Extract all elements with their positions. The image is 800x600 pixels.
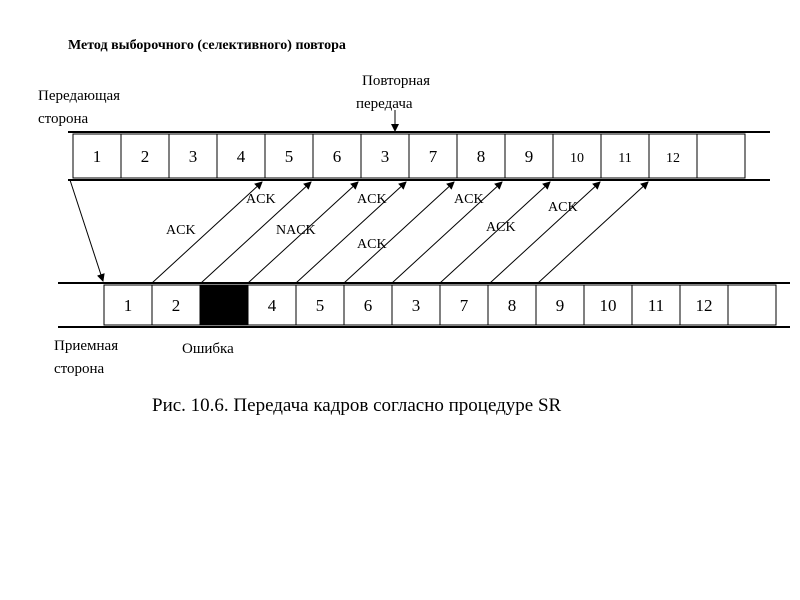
receiver-frame-cell <box>439 284 489 326</box>
ack-arrow-2 <box>247 181 359 284</box>
ack-arrow-6 <box>439 181 551 284</box>
receiver-frame-label: 8 <box>508 296 517 315</box>
ack-label: ACK <box>454 192 484 207</box>
sender-frame-label: 8 <box>477 147 486 166</box>
figure-caption: Рис. 10.6. Передача кадров согласно проц… <box>152 395 562 416</box>
error-label: Ошибка <box>182 341 234 357</box>
ack-arrow-4 <box>343 181 455 284</box>
sender-frame-cell <box>552 133 602 179</box>
sender-frame-label: 1 <box>93 147 102 166</box>
sender-frame-label: 2 <box>141 147 150 166</box>
sender-frame-label: 7 <box>429 147 438 166</box>
ack-arrow-3 <box>295 181 407 284</box>
ack-arrow-7 <box>489 181 601 284</box>
receiver-frame-label: 9 <box>556 296 565 315</box>
receiver-frame-label: 10 <box>600 296 617 315</box>
receiver-frame-label: 1 <box>124 296 133 315</box>
sender-frame-cell <box>408 133 458 179</box>
nack-label: NACK <box>276 223 316 238</box>
sender-frame-label: 6 <box>333 147 342 166</box>
sender-frame-label: 3 <box>381 147 390 166</box>
diagram-title: Метод выборочного (селективного) повтора <box>68 38 346 53</box>
sender-frame-label: 9 <box>525 147 534 166</box>
receiver-frame-cell <box>151 284 201 326</box>
receiver-frame-cell <box>727 284 777 326</box>
receiver-frame-label: 12 <box>696 296 713 315</box>
receiver-frame-cell <box>295 284 345 326</box>
sender-label-line2: сторона <box>38 111 89 127</box>
sender-frame-label: 12 <box>666 151 680 166</box>
sender-frame-cell <box>504 133 554 179</box>
receiver-frame-cell <box>631 284 681 326</box>
receiver-frame-cell <box>679 284 729 326</box>
receiver-frame-label: 3 <box>412 296 421 315</box>
sender-frame-label: 4 <box>237 147 246 166</box>
ack-label: ACK <box>486 220 516 235</box>
sender-frame-label: 3 <box>189 147 198 166</box>
sender-label-line1: Передающая <box>38 88 121 104</box>
ack-label: ACK <box>357 237 387 252</box>
transmission-arrow <box>69 179 105 282</box>
receiver-frame-cell <box>391 284 441 326</box>
receiver-frame-cell <box>535 284 585 326</box>
sender-frame-cell <box>360 133 410 179</box>
ack-arrow-5 <box>391 181 503 284</box>
receiver-frame-label: 3 <box>220 296 229 315</box>
ack-label: ACK <box>246 192 276 207</box>
sender-frame-cell <box>456 133 506 179</box>
receiver-frame-label: 6 <box>364 296 373 315</box>
receiver-label-line2: сторона <box>54 361 105 377</box>
nack-arrow <box>200 181 312 284</box>
receiver-frame-label: 2 <box>172 296 181 315</box>
sender-frame-cell <box>312 133 362 179</box>
retransmit-label-line1: Повторная <box>362 73 430 89</box>
ack-arrow-8 <box>537 181 649 284</box>
retransmit-label-line2: передача <box>356 96 413 112</box>
receiver-frame-cell <box>583 284 633 326</box>
receiver-frame-label: 7 <box>460 296 469 315</box>
receiver-frame-label: 5 <box>316 296 325 315</box>
receiver-frame-label: 4 <box>268 296 277 315</box>
sender-frame-cell <box>72 133 122 179</box>
sender-frame-label: 10 <box>570 151 584 166</box>
ack-arrow-1 <box>151 181 263 284</box>
sender-frame-cell <box>696 133 746 179</box>
receiver-frame-cell <box>103 284 153 326</box>
sender-frame-cell <box>168 133 218 179</box>
ack-label: ACK <box>166 223 196 238</box>
sender-frame-label: 5 <box>285 147 294 166</box>
receiver-frame-label: 11 <box>648 296 664 315</box>
ack-label: ACK <box>357 192 387 207</box>
sender-frame-label: 11 <box>618 151 631 166</box>
ack-label: ACK <box>548 200 578 215</box>
receiver-label-line1: Приемная <box>54 338 119 354</box>
